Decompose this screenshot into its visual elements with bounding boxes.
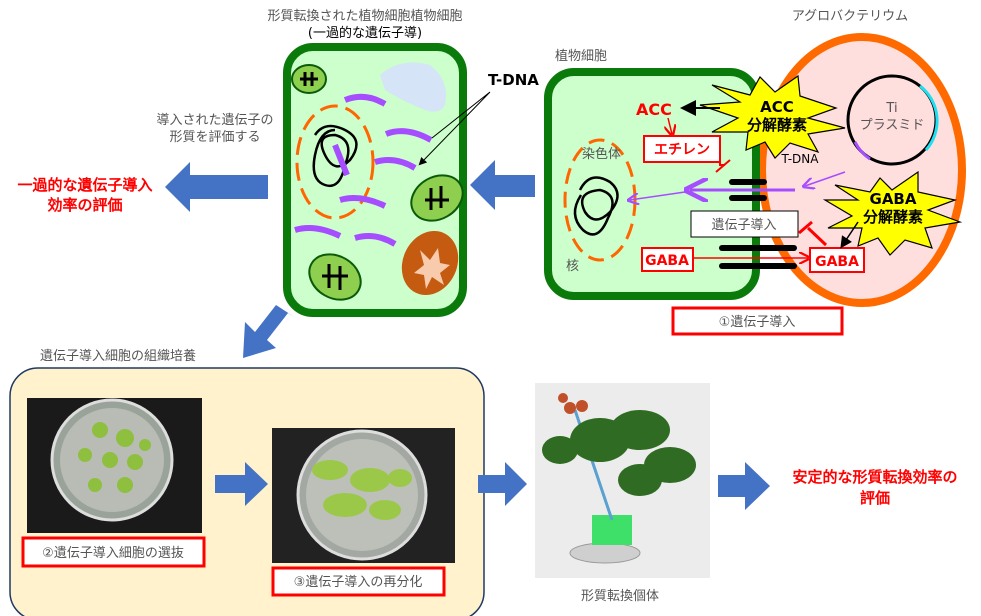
chromosome-label: 染色体 (582, 146, 621, 162)
evaluate-note-line2: 形質を評価する (169, 130, 260, 145)
stable-eval-line1: 安定的な形質転換効率の (792, 468, 957, 486)
chromosome (573, 176, 619, 236)
ethylene-label: エチレン (654, 142, 710, 158)
gene-transfer-label: 遺伝子導入 (711, 218, 776, 233)
transient-eval-line2: 効率の評価 (47, 196, 122, 214)
photo-transgenic-plant (535, 383, 710, 578)
arrow-to-stable-eval (718, 462, 770, 510)
ti-plasmid-label-1: Ti (885, 101, 897, 116)
acc-enzyme-line1: ACC (760, 98, 794, 116)
gene-transfer-box (690, 210, 799, 238)
step2-box (21, 536, 206, 568)
plant-cell-label: 植物細胞 (555, 49, 607, 64)
arrow-to-culture (243, 305, 296, 358)
ti-plasmid-label-2: プラスミド (860, 118, 925, 133)
culture-title: 遺伝子導入細胞の組織培養 (40, 348, 196, 364)
step3-box (271, 566, 446, 597)
gaba-enzyme-burst (822, 170, 963, 256)
transient-eval-line1: 一過的な遺伝子導入 (17, 176, 152, 194)
transformed-cell-subtitle: (一過的な遺伝子導) (308, 25, 422, 41)
photo-regeneration (272, 428, 455, 563)
gaba-cell-label: GABA (645, 253, 689, 269)
tdna-pointer-arrows (420, 91, 491, 164)
gaba-cell-box (641, 247, 694, 272)
agrobacterium-label: アグロバクテリウム (792, 9, 908, 24)
gaba-enzyme-line1: GABA (870, 190, 917, 208)
gaba-bact-label: GABA (815, 254, 859, 270)
evaluate-note-line1: 導入された遺伝子の (156, 113, 273, 128)
step1-label: ①遺伝子導入 (719, 315, 796, 330)
tdna-label: T-DNA (488, 71, 539, 89)
gaba-bact-box (809, 247, 865, 273)
ethylene-box (643, 135, 721, 163)
stable-eval-line2: 評価 (860, 489, 890, 507)
transformed-cell-title: 形質転換された植物細胞植物細胞 (267, 9, 462, 24)
nucleus-label: 核 (566, 259, 579, 274)
transgenic-caption: 形質転換個体 (581, 589, 659, 604)
tdna-small-label: T-DNA (781, 152, 820, 166)
gaba-enzyme-line2: 分解酵素 (863, 208, 923, 226)
step3-label: ③遺伝子導入の再分化 (294, 575, 423, 590)
step2-label: ②遺伝子導入細胞の選抜 (42, 545, 184, 561)
acc-label: ACC (636, 100, 672, 119)
arrow-left-transient (165, 162, 268, 212)
transformed-plant-cell (283, 43, 467, 317)
arrow-step2-to-3 (215, 462, 268, 506)
arrow-left-into-cell (470, 160, 535, 210)
acc-enzyme-line2: 分解酵素 (747, 116, 807, 134)
photo-selection (27, 398, 202, 533)
arrow-to-plant (478, 462, 527, 506)
acc-enzyme-burst (699, 74, 846, 159)
step1-box (671, 306, 844, 336)
